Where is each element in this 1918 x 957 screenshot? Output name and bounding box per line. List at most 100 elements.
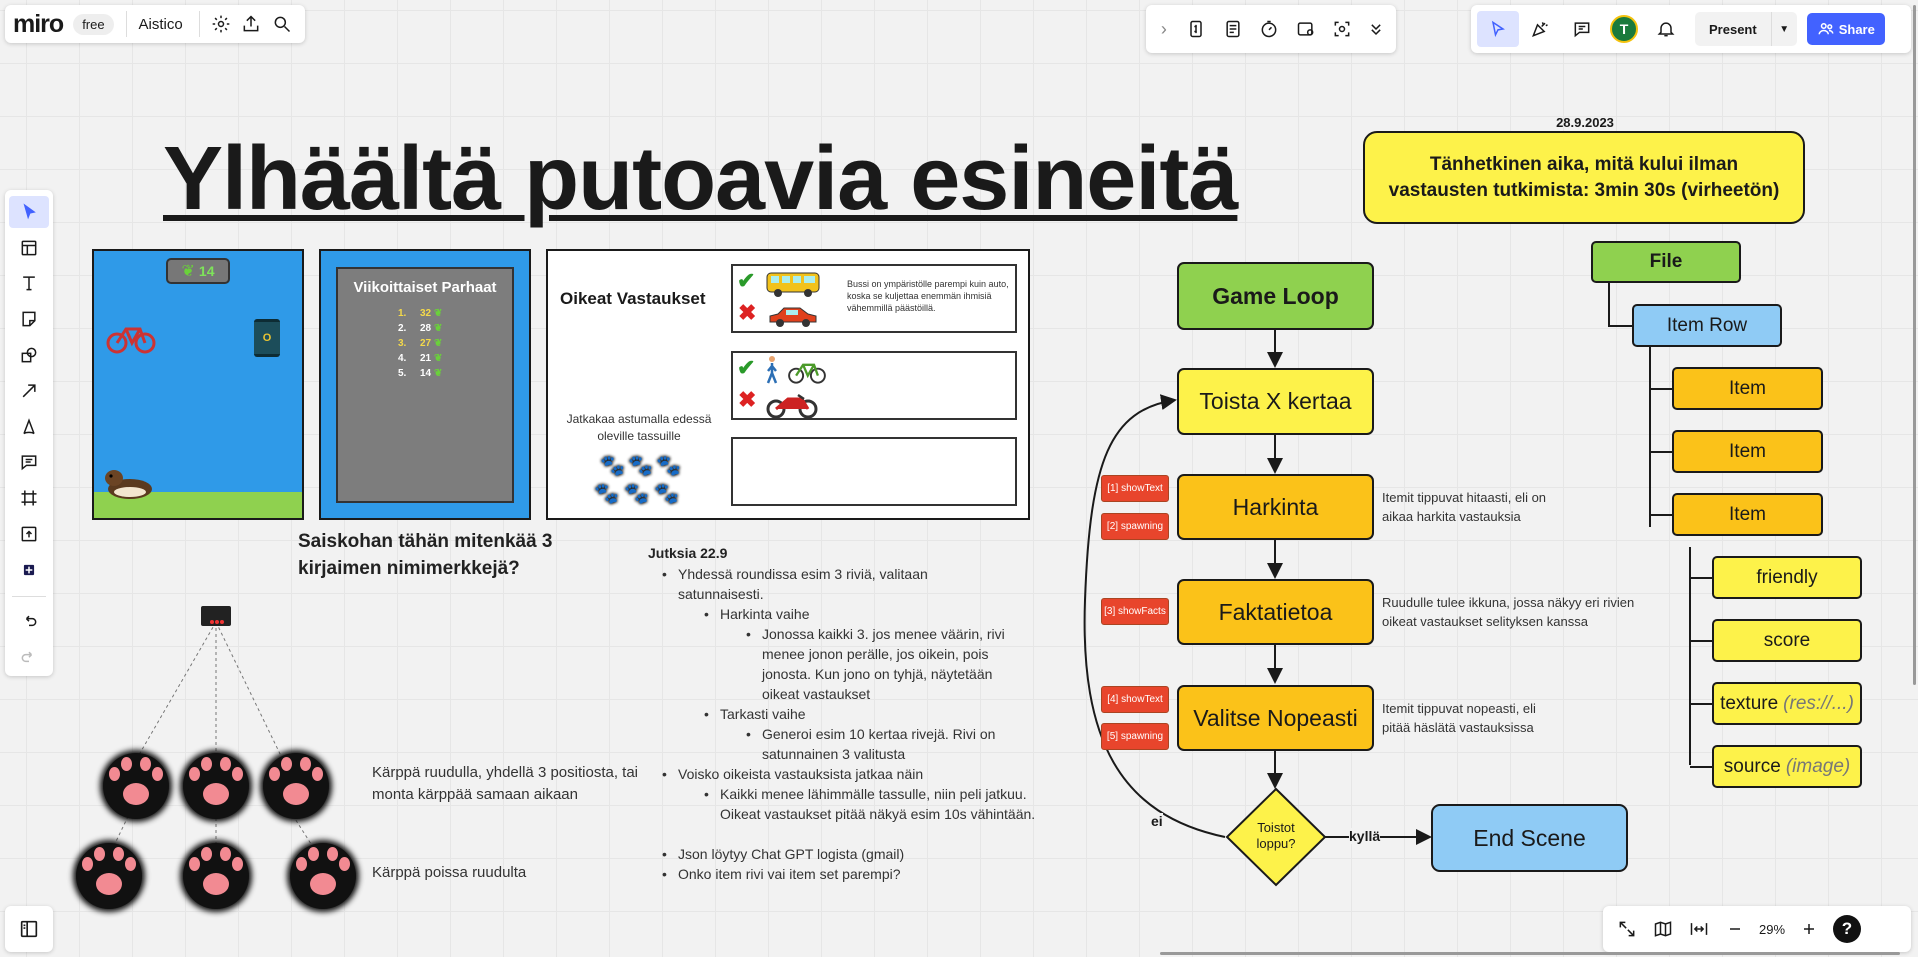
sensor-device[interactable] xyxy=(201,606,231,626)
tag-show-text-4[interactable]: [4] showText xyxy=(1101,686,1169,713)
bicycle-icon xyxy=(788,363,826,384)
paw-note-1[interactable]: Kärppä ruudulla, yhdellä 3 positiosta, t… xyxy=(372,764,639,803)
bullet: • xyxy=(704,706,709,722)
zoom-out-icon[interactable] xyxy=(1717,911,1753,947)
date-label[interactable]: 28.9.2023 xyxy=(1556,115,1614,130)
rank: 5. xyxy=(398,368,407,379)
miro-logo[interactable]: miro xyxy=(13,9,64,38)
comments-icon[interactable] xyxy=(1561,11,1603,47)
tree-source-node[interactable]: source (image) xyxy=(1712,745,1862,788)
tree-friendly-node[interactable]: friendly xyxy=(1712,556,1862,599)
template-dollar-icon[interactable] xyxy=(1178,11,1215,47)
tree-item-node[interactable]: Item xyxy=(1672,493,1823,536)
consider-description[interactable]: Itemit tippuvat hitaasti, eli on aikaa h… xyxy=(1382,490,1547,524)
paw-pad xyxy=(339,857,350,871)
leaderboard-list: 1.32❦ 2.28❦ 3.27❦ 4.21❦ 5.14❦ xyxy=(398,306,512,381)
comment-icon[interactable] xyxy=(9,446,49,478)
help-icon[interactable]: ? xyxy=(1833,915,1861,943)
share-button[interactable]: Share xyxy=(1806,13,1885,45)
more-chevron-icon[interactable] xyxy=(1361,11,1392,47)
leaderboard-row: 2.28❦ xyxy=(398,321,512,336)
end-scene-node[interactable]: End Scene xyxy=(1431,804,1628,872)
paw-note-2[interactable]: Kärppä poissa ruudulta xyxy=(372,864,527,881)
focus-icon[interactable] xyxy=(1324,11,1361,47)
chevron-right-icon[interactable]: › xyxy=(1160,18,1167,39)
settings-icon[interactable] xyxy=(206,6,236,42)
bell-icon[interactable] xyxy=(1645,11,1687,47)
tree-texture-node[interactable]: texture (res://...) xyxy=(1712,682,1862,725)
templates-icon[interactable] xyxy=(9,232,49,264)
board-name[interactable]: Aistico xyxy=(138,15,183,33)
shapes-icon[interactable] xyxy=(9,339,49,371)
zoom-in-icon[interactable] xyxy=(1791,911,1827,947)
tree-item-node[interactable]: Item xyxy=(1672,367,1823,410)
paw-print-icon[interactable] xyxy=(183,843,249,909)
time-note[interactable]: Tänhetkinen aika, mitä kului ilman vasta… xyxy=(1363,131,1805,224)
notes-icon[interactable] xyxy=(1214,11,1251,47)
more-apps-icon[interactable] xyxy=(9,554,49,586)
text-tool-icon[interactable] xyxy=(9,268,49,300)
paw-print-icon[interactable] xyxy=(103,753,169,819)
zoom-level[interactable]: 29% xyxy=(1758,921,1786,937)
choose-fast-node[interactable]: Valitse Nopeasti xyxy=(1177,685,1374,751)
fit-screen-icon[interactable] xyxy=(1609,911,1645,947)
repeat-node[interactable]: Toista X kertaa xyxy=(1177,368,1374,435)
leaderboard-frame[interactable]: Viikoittaiset Parhaat 1.32❦ 2.28❦ 3.27❦ … xyxy=(319,249,531,520)
facts-description[interactable]: Ruudulle tulee ikkuna, jossa näkyy eri r… xyxy=(1382,595,1635,629)
paw-print-icon[interactable] xyxy=(290,843,356,909)
fit-width-icon[interactable] xyxy=(1681,911,1717,947)
game-preview-frame[interactable]: ❦ 14 O xyxy=(92,249,304,520)
avatar[interactable]: T xyxy=(1610,15,1638,43)
cursor-tool-icon[interactable] xyxy=(1477,11,1519,47)
vertical-scrollbar[interactable] xyxy=(1913,5,1916,685)
chevron-down-icon[interactable]: ▼ xyxy=(1770,12,1797,46)
connector-arrow-icon[interactable] xyxy=(9,375,49,407)
nickname-question[interactable]: Saiskohan tähän mitenkää 3 kirjaimen nim… xyxy=(298,531,553,579)
select-tool-icon[interactable] xyxy=(9,196,49,228)
fast-description[interactable]: Itemit tippuvat nopeasti, eli pitää häsl… xyxy=(1382,701,1536,735)
tag-spawning-2[interactable]: [2] spawning xyxy=(1101,513,1169,540)
board-sidebar-toggle[interactable] xyxy=(5,906,53,952)
facts-node[interactable]: Faktatietoa xyxy=(1177,579,1374,645)
timer-icon[interactable] xyxy=(1251,11,1288,47)
notes-block[interactable]: Jutksia 22.9 • Yhdessä roundissa esim 3 … xyxy=(640,542,1040,892)
pen-icon[interactable] xyxy=(9,411,49,443)
map-icon[interactable] xyxy=(1645,911,1681,947)
sticky-note-icon[interactable] xyxy=(9,303,49,335)
tree-file-node[interactable]: File xyxy=(1591,241,1741,283)
consider-node[interactable]: Harkinta xyxy=(1177,474,1374,540)
upload-icon[interactable] xyxy=(9,518,49,550)
search-icon[interactable] xyxy=(267,6,297,42)
tree-item-node[interactable]: Item xyxy=(1672,430,1823,473)
board-title[interactable]: Ylhäältä putoavia esineitä xyxy=(163,129,1238,229)
redo-icon[interactable] xyxy=(9,642,49,674)
card-icon[interactable] xyxy=(1288,11,1325,47)
tag-show-text-1[interactable]: [1] showText xyxy=(1101,475,1169,502)
tree-item-row-node[interactable]: Item Row xyxy=(1632,304,1782,347)
tag-show-facts-3[interactable]: [3] showFacts xyxy=(1101,598,1169,625)
decision-label: Toistot loppu? xyxy=(1256,820,1296,851)
walking-person-icon xyxy=(766,356,778,384)
no-label: ei xyxy=(1151,813,1163,829)
sidebar-panel-icon xyxy=(20,920,38,938)
celebrate-icon[interactable] xyxy=(1519,11,1561,47)
undo-icon[interactable] xyxy=(9,606,49,638)
tree-score-node[interactable]: score xyxy=(1712,619,1862,662)
answers-frame[interactable]: Oikeat Vastaukset ✔ ✖ Bussi on ympäristö… xyxy=(546,249,1030,520)
horizontal-scrollbar[interactable] xyxy=(1160,952,1900,955)
left-toolbar xyxy=(5,190,53,676)
paw-print-icon[interactable] xyxy=(263,753,329,819)
plan-badge[interactable]: free xyxy=(73,13,114,35)
decision-diamond[interactable] xyxy=(1225,787,1327,887)
paw-print-icon[interactable] xyxy=(76,843,142,909)
frame-icon[interactable] xyxy=(9,482,49,514)
game-loop-node[interactable]: Game Loop xyxy=(1177,262,1374,330)
paw-print-icon[interactable] xyxy=(183,753,249,819)
paw-pad xyxy=(201,757,212,771)
bullet: • xyxy=(662,866,667,882)
tag-spawning-5[interactable]: [5] spawning xyxy=(1101,723,1169,750)
paw-pad xyxy=(113,847,124,861)
present-button[interactable]: Present ▼ xyxy=(1695,12,1797,46)
export-icon[interactable] xyxy=(236,6,266,42)
